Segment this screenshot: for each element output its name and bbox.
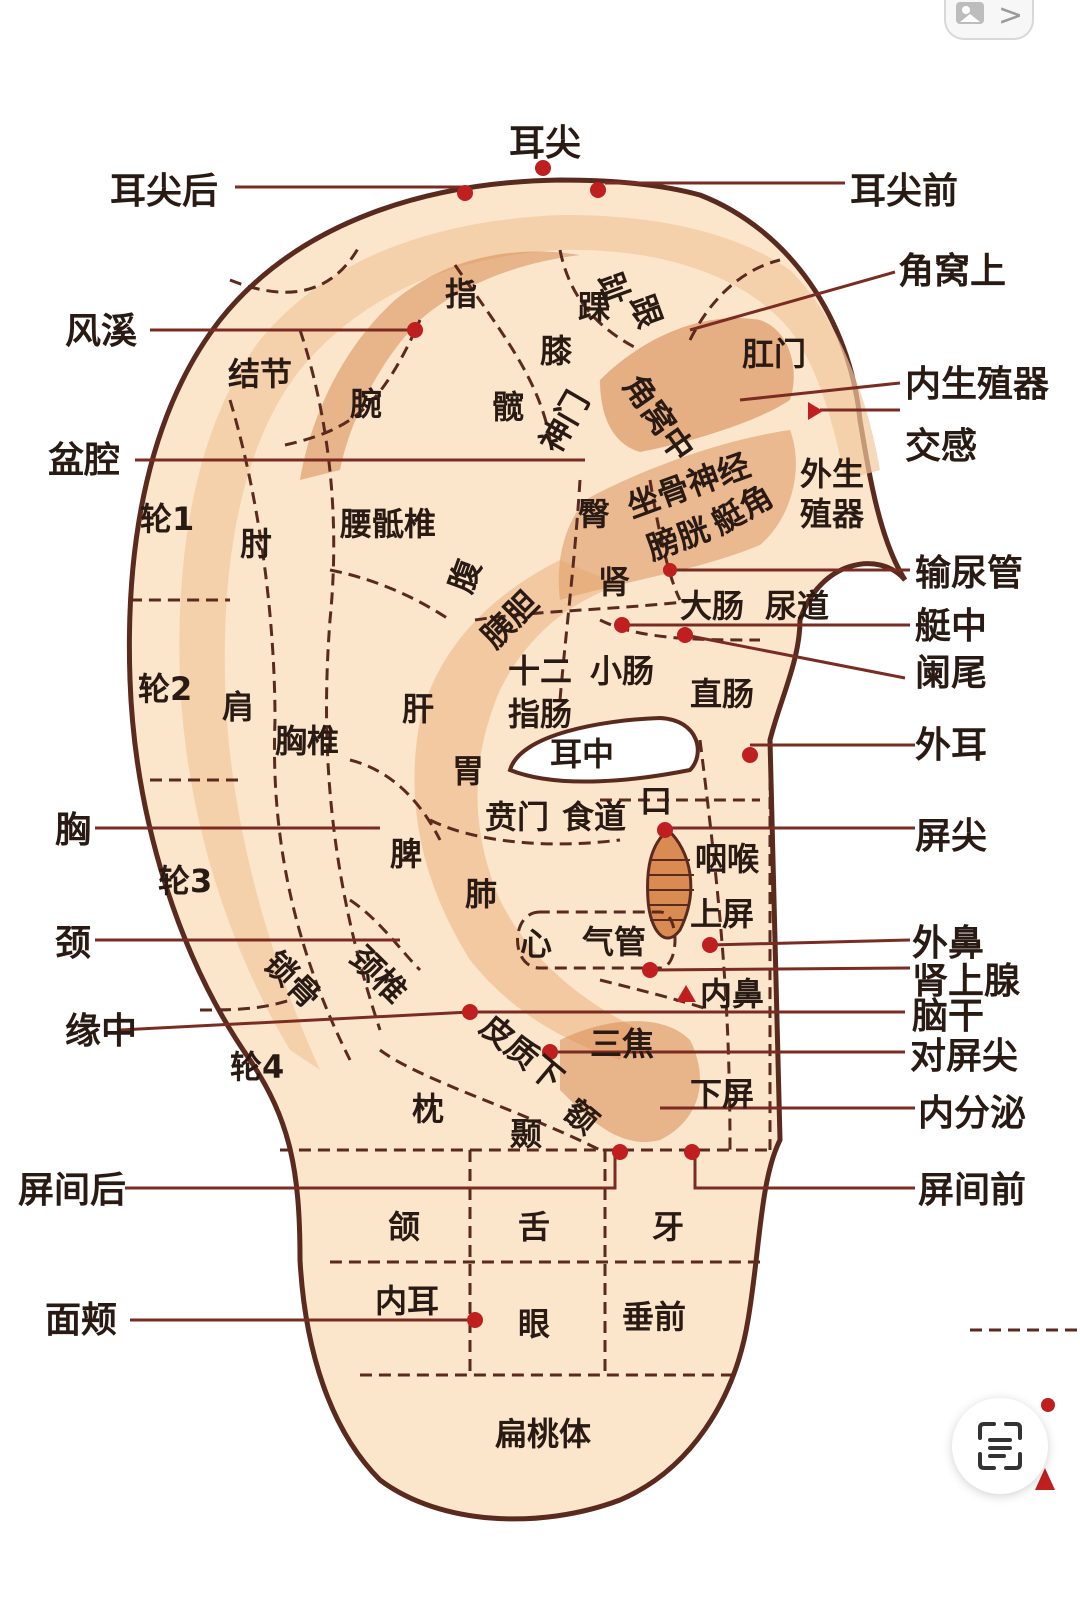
label-lun3: 轮3: [158, 862, 212, 900]
label-feng-xi: 风溪: [65, 311, 137, 352]
ear-canal: [507, 715, 700, 784]
label-da-chang: 大肠: [680, 587, 744, 625]
label-lun4: 轮4: [230, 1048, 284, 1086]
leader-lines: [95, 181, 915, 1322]
label-kou: 口: [640, 782, 672, 820]
scapha-shade: [300, 251, 580, 480]
label-lun2: 轮2: [138, 670, 192, 708]
label-chui-qian: 垂前: [622, 1298, 686, 1336]
image-thumbnail-icon: [956, 2, 984, 24]
cymba-shade: [558, 430, 796, 600]
antihelix-shade: [414, 560, 640, 1060]
label-ping-jian: 屏尖: [915, 816, 987, 857]
label-yao-di-zhui: 腰骶椎: [340, 505, 436, 543]
image-icon[interactable]: >: [944, 0, 1034, 40]
label-nao-gan: 脑干: [912, 996, 984, 1037]
cropped-triangle: [1035, 1468, 1055, 1490]
label-shang-ping: 上屏: [690, 895, 754, 933]
label-ting-zhong: 艇中: [915, 606, 987, 647]
label-er-zhong: 耳中: [550, 735, 614, 773]
pharynx-hatch-lines: [648, 859, 694, 921]
label-xiong: 胸: [55, 810, 91, 851]
scan-text-icon: [978, 1422, 1022, 1470]
label-niao-dao: 尿道: [765, 587, 829, 625]
external-labels: 耳尖 耳尖后 耳尖前 角窝上 风溪 内生殖器 交感 盆腔 输尿管 艇中 阑尾 外…: [18, 123, 1050, 1341]
label-yan-hou: 咽喉: [695, 840, 760, 878]
label-bian-tao-ti: 扁桃体: [495, 1415, 591, 1453]
label-wan: 腕: [350, 385, 382, 423]
scan-text-button[interactable]: [952, 1398, 1048, 1494]
label-pi: 脾: [390, 835, 422, 873]
label-xia-ping: 下屏: [690, 1075, 754, 1113]
label-san-jiao: 三焦: [590, 1025, 654, 1063]
label-yuan-zhong: 缘中: [65, 1011, 137, 1052]
label-she: 舌: [518, 1208, 550, 1246]
label-shen-shang-xian: 肾上腺: [912, 961, 1021, 1002]
label-jie-jie: 结节: [228, 355, 292, 393]
label-fei: 肺: [465, 875, 497, 913]
label-wai-sheng-zhi-qi-2: 殖器: [800, 495, 865, 533]
label-shu-niao-guan: 输尿管: [915, 553, 1023, 594]
label-gang-men: 肛门: [742, 335, 806, 373]
label-jiao-wo-shang: 角窝上: [898, 251, 1006, 292]
label-wai-er: 外耳: [915, 725, 987, 766]
label-wei: 胃: [452, 752, 484, 790]
label-he: 颌: [388, 1208, 420, 1246]
cropped-dot: [1041, 1398, 1055, 1412]
label-mian-jia: 面颊: [45, 1300, 117, 1341]
label-qi-guan: 气管: [582, 923, 646, 961]
label-dui-ping-jian: 对屏尖: [910, 1036, 1018, 1077]
label-jiao-gan: 交感: [905, 425, 977, 467]
label-ben-men: 贲门: [485, 798, 549, 836]
label-kuan: 髋: [492, 388, 524, 426]
label-ping-jian-hou: 屏间后: [18, 1170, 126, 1211]
triangular-fossa-shade: [600, 318, 794, 452]
label-zhi-chang: 直肠: [690, 675, 754, 713]
label-pen-qiang: 盆腔: [48, 440, 120, 481]
label-nie: 颞: [510, 1115, 542, 1153]
label-gan: 肝: [402, 690, 434, 728]
label-tun: 臀: [578, 495, 610, 533]
label-xi: 膝: [540, 332, 573, 370]
label-xin: 心: [520, 925, 552, 963]
label-wai-sheng-zhi-qi-1: 外生: [800, 455, 864, 493]
label-nei-fen-mi: 内分泌: [918, 1093, 1026, 1134]
label-jing: 颈: [55, 923, 91, 964]
label-er-jian: 耳尖: [509, 123, 581, 164]
label-er-jian-qian: 耳尖前: [850, 171, 958, 212]
label-yan: 眼: [518, 1305, 550, 1343]
label-nei-bi: 内鼻: [700, 975, 764, 1013]
label-huai: 踝: [578, 288, 611, 326]
label-er-jian-hou: 耳尖后: [110, 171, 218, 212]
label-shen: 肾: [598, 563, 630, 601]
label-wai-bi: 外鼻: [912, 923, 984, 964]
label-lan-wei: 阑尾: [915, 653, 987, 694]
chevron-right-icon: >: [998, 0, 1024, 33]
helix-band: [179, 214, 880, 1071]
heart-oval: [516, 910, 677, 970]
label-xiao-chang: 小肠: [590, 652, 654, 690]
label-jian: 肩: [222, 688, 254, 726]
label-nei-er: 内耳: [375, 1282, 439, 1320]
label-ya: 牙: [652, 1208, 684, 1246]
label-zhen: 枕: [412, 1090, 444, 1128]
label-zhou: 肘: [240, 525, 272, 563]
acupoints: [407, 160, 823, 1328]
label-shi-dao: 食道: [562, 798, 626, 836]
label-lun1: 轮1: [140, 500, 194, 538]
label-ping-jian-qian: 屏间前: [918, 1170, 1026, 1211]
label-nei-sheng-zhi-qi: 内生殖器: [905, 364, 1050, 405]
label-shi-er-1: 十二: [508, 652, 572, 690]
label-xiong-zhui: 胸椎: [275, 722, 339, 760]
label-shi-er-2: 指肠: [508, 695, 572, 733]
label-zhi: 指: [445, 275, 477, 313]
